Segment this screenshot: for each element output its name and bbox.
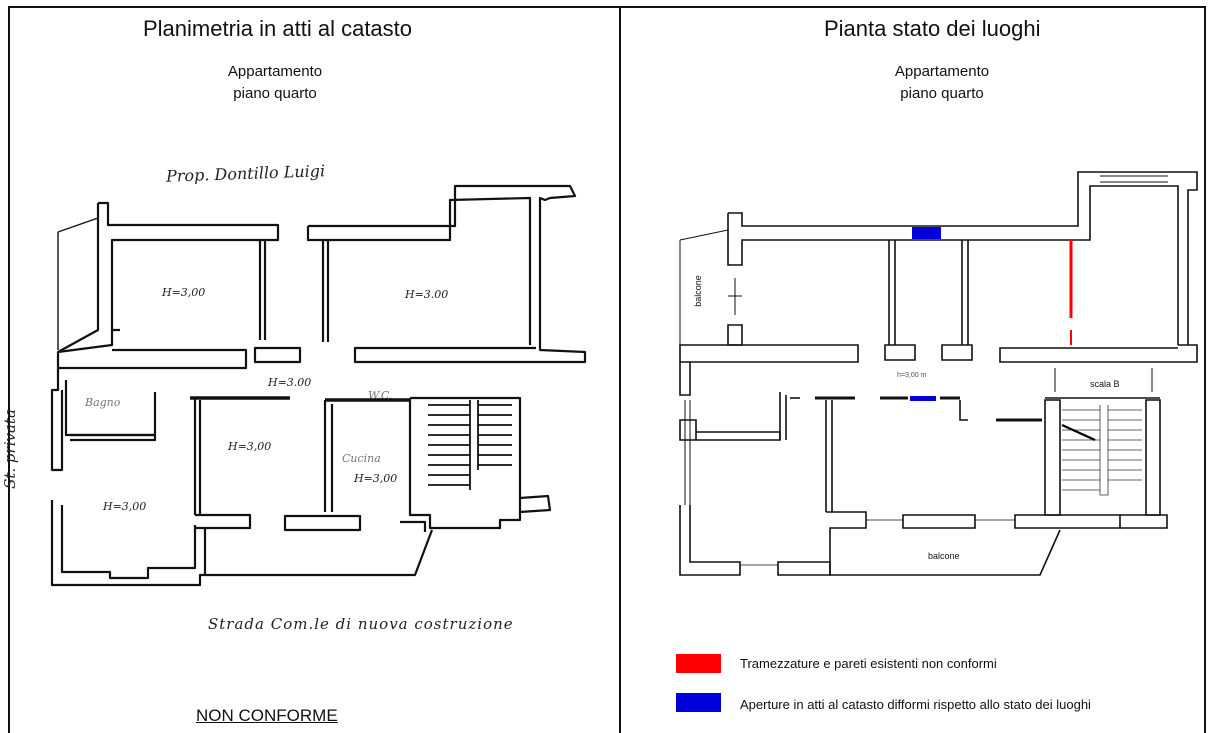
right-title: Pianta stato dei luoghi [824,16,1041,41]
panel-divider [619,6,621,733]
legend-label-red: Tramezzature e pareti esistenti non conf… [740,656,997,671]
right-subtitle-line1: Appartamento [894,63,990,80]
legend-swatch-red [676,654,721,673]
stairs-right [1061,405,1142,496]
left-subtitle-line2: piano quarto [233,85,317,102]
room-height-2: H=3.00 [405,288,449,301]
left-subtitle-line1: Appartamento [227,63,323,80]
street-note: Strada Com.le di nuova costruzione [208,615,514,633]
difform-opening-middle [910,396,936,401]
stairs-left [428,400,512,490]
room-height-3: H=3.00 [268,376,312,389]
right-subtitle: Appartamento piano quarto [872,61,1012,105]
balcone-label-bottom: balcone [928,551,960,561]
room-label-bagno: Bagno [85,396,121,409]
non-conforme-label: NON CONFORME [196,706,338,725]
legend-swatch-blue [676,693,721,712]
drawing-frame [8,6,1206,733]
left-floor-plan [50,184,587,587]
room-height-6: H=3,00 [103,500,147,513]
height-note: h=3,00 m [897,372,927,379]
legend-label-blue: Aperture in atti al catasto difformi ris… [740,697,1091,712]
right-floor-plan [679,171,1198,576]
room-height-4: H=3,00 [228,440,272,453]
room-label-cucina: Cucina [342,452,381,465]
difform-opening-top [912,227,941,239]
left-title: Planimetria in atti al catasto [143,16,413,41]
left-subtitle: Appartamento piano quarto [205,61,345,105]
room-height-1: H=3,00 [162,286,206,299]
right-subtitle-line2: piano quarto [900,85,984,102]
stair-label: scala B [1090,379,1120,389]
room-height-5: H=3,00 [354,472,398,485]
